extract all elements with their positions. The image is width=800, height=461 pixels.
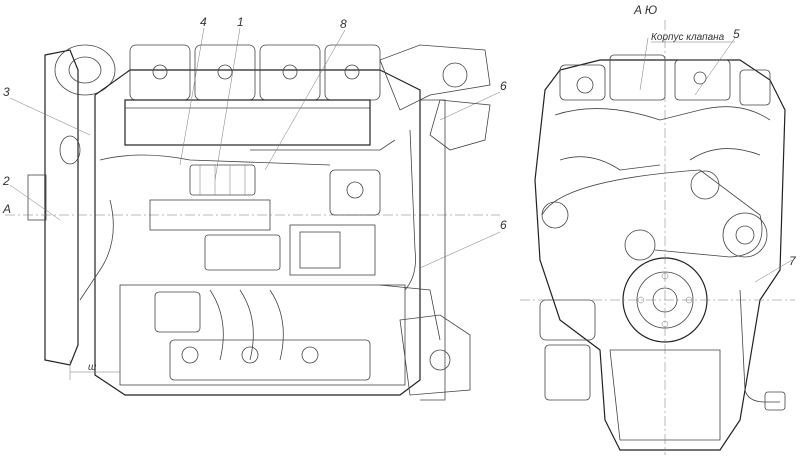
callout-6-lower: 6 [500, 218, 507, 232]
callout-6-upper: 6 [500, 79, 507, 93]
callout-2: 2 [2, 174, 10, 188]
dimension-label: ш [88, 362, 97, 373]
right-engine-view [520, 20, 795, 455]
valve-body-label: Корпус клапана [651, 32, 725, 43]
callout-4: 4 [200, 15, 207, 29]
view-title-a: A Ю [633, 3, 657, 17]
section-marker-a: A [2, 202, 11, 216]
left-engine-view [5, 27, 501, 401]
callout-7: 7 [789, 254, 797, 268]
callout-3: 3 [3, 85, 10, 99]
callout-5: 5 [733, 27, 740, 41]
callout-1: 1 [237, 15, 244, 29]
callout-8: 8 [340, 17, 347, 31]
